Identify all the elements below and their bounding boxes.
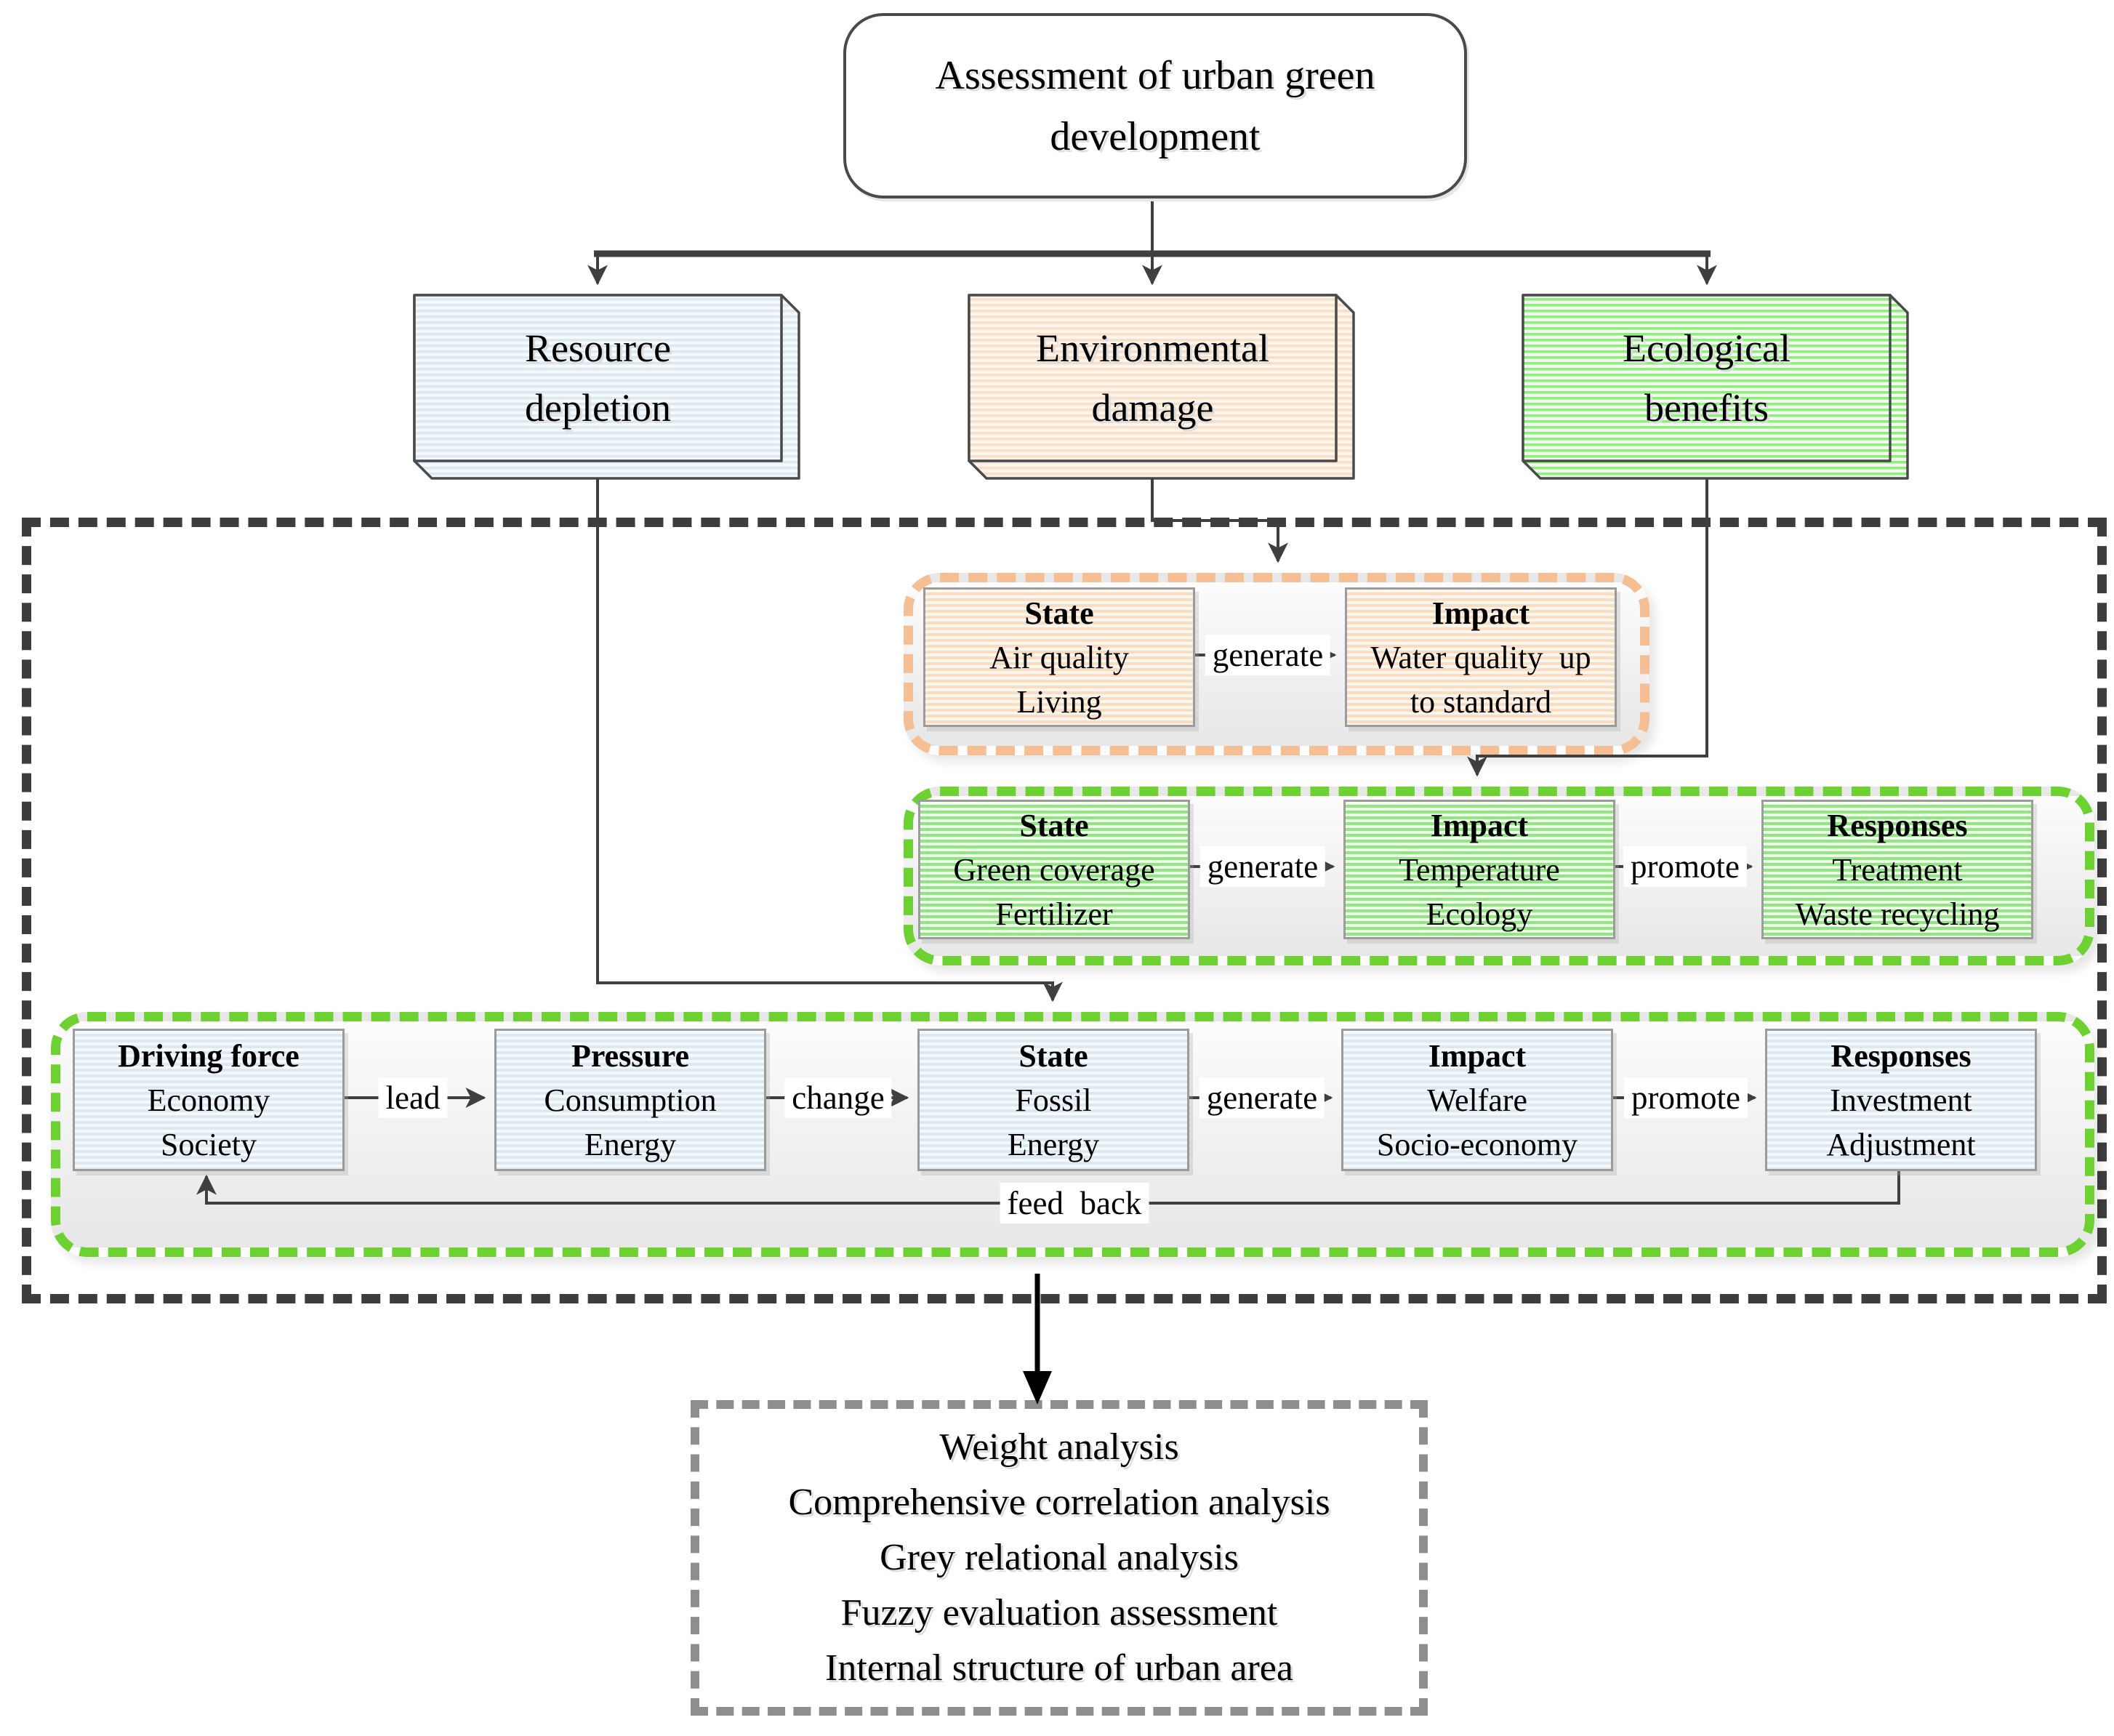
dpsir-feedback-label: feed back	[1000, 1183, 1149, 1223]
title-line: development	[1050, 113, 1261, 159]
analysis-line: Weight analysis	[939, 1426, 1179, 1468]
analysis-line: Fuzzy evaluation assessment	[840, 1592, 1278, 1633]
environmental-damage-label: Environmental damage	[1036, 326, 1269, 430]
env-to-orange-connector	[1151, 478, 1288, 563]
env-state-box: State Air quality Living	[923, 587, 1195, 727]
eco-impact-box: Impact Temperature Ecology	[1343, 800, 1615, 939]
dpsir-responses-box: Responses Investment Adjustment	[1765, 1029, 2037, 1171]
eco-responses-box: Responses Treatment Waste recycling	[1761, 800, 2033, 939]
analysis-methods-box: Weight analysis Comprehensive correlatio…	[691, 1400, 1428, 1716]
dpsir-promote-label: promote	[1624, 1077, 1748, 1118]
analysis-line: Comprehensive correlation analysis	[788, 1482, 1330, 1523]
ecological-benefits-label: Ecological benefits	[1623, 326, 1791, 430]
dpsir-driving-force-box: Driving force Economy Society	[73, 1029, 345, 1171]
analysis-line: Grey relational analysis	[880, 1537, 1239, 1578]
resource-depletion-3d-box	[413, 294, 800, 480]
title-fanout-arrows	[587, 193, 1717, 286]
resource-to-dpsir-connector	[596, 478, 1063, 1002]
ecological-benefits-3d-box	[1522, 294, 1909, 480]
dpsir-outer-dotted-frame	[22, 518, 2107, 1303]
resource-depletion-label: Resource depletion	[525, 326, 671, 430]
dpsir-generate-label: generate	[1199, 1077, 1325, 1118]
eco-promote-label: promote	[1623, 846, 1747, 887]
title-box: Assessment of urban green development	[843, 13, 1467, 198]
eco-to-green-connector	[1467, 478, 1708, 777]
dpsir-lead-label: lead	[378, 1077, 448, 1118]
eco-state-box: State Green coverage Fertilizer	[918, 800, 1190, 939]
eco-generate-label: generate	[1199, 846, 1326, 887]
dpsir-pressure-box: Pressure Consumption Energy	[494, 1029, 766, 1171]
env-impact-box: Impact Water quality up to standard	[1345, 587, 1617, 727]
dpsir-impact-box: Impact Welfare Socio-economy	[1341, 1029, 1613, 1171]
title-line: Assessment of urban green	[935, 52, 1375, 98]
env-generate-label: generate	[1205, 635, 1331, 675]
dpsir-change-label: change	[784, 1077, 892, 1118]
dpsir-state-box: State Fossil Energy	[917, 1029, 1189, 1171]
environmental-damage-3d-box	[968, 294, 1355, 480]
to-analysis-arrow	[1023, 1274, 1052, 1405]
analysis-line: Internal structure of urban area	[825, 1647, 1293, 1689]
